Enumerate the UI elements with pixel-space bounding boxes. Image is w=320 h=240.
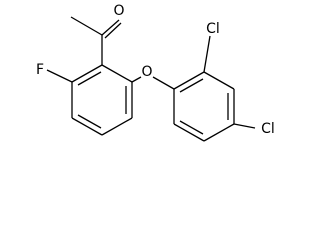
molecule-drawing: O F O Cl Cl — [36, 3, 275, 142]
atom-chlorine-ortho: Cl — [206, 21, 220, 37]
ring2-bond-5 — [173, 123, 205, 142]
ring1-bond-1 — [71, 64, 103, 83]
bond-ring-fluorine — [46, 69, 73, 83]
bond-ring1-ether — [131, 76, 142, 83]
structure-diagram: O F O Cl Cl — [36, 3, 275, 142]
bond-carbonyl-double-b — [104, 22, 122, 39]
ring2-inner-bond-c — [179, 120, 204, 135]
ring1-bond-4 — [101, 117, 133, 136]
bond-ring2-chlorine-para — [233, 123, 256, 129]
ring2-bond-4 — [203, 123, 235, 142]
atom-oxygen-ether: O — [141, 64, 152, 80]
atom-fluorine: F — [36, 62, 44, 78]
bond-carbonyl-double-a — [101, 19, 120, 36]
bond-ether-ring2 — [152, 76, 175, 90]
ring1-inner-bond-b — [77, 114, 102, 129]
bond-methyl-carbonyl — [70, 16, 103, 36]
ring1-inner-bond-a — [77, 71, 102, 86]
bond-ring2-chlorine-ortho — [203, 35, 211, 73]
ring2-bond-2 — [203, 71, 235, 90]
ring1-bond-3 — [71, 117, 103, 136]
ring2-bond-1 — [173, 71, 205, 90]
ring2-inner-bond-a — [179, 78, 204, 93]
atom-oxygen-carbonyl: O — [113, 3, 124, 19]
ring1-bond-6 — [101, 64, 133, 83]
atom-chlorine-para: Cl — [261, 121, 275, 137]
